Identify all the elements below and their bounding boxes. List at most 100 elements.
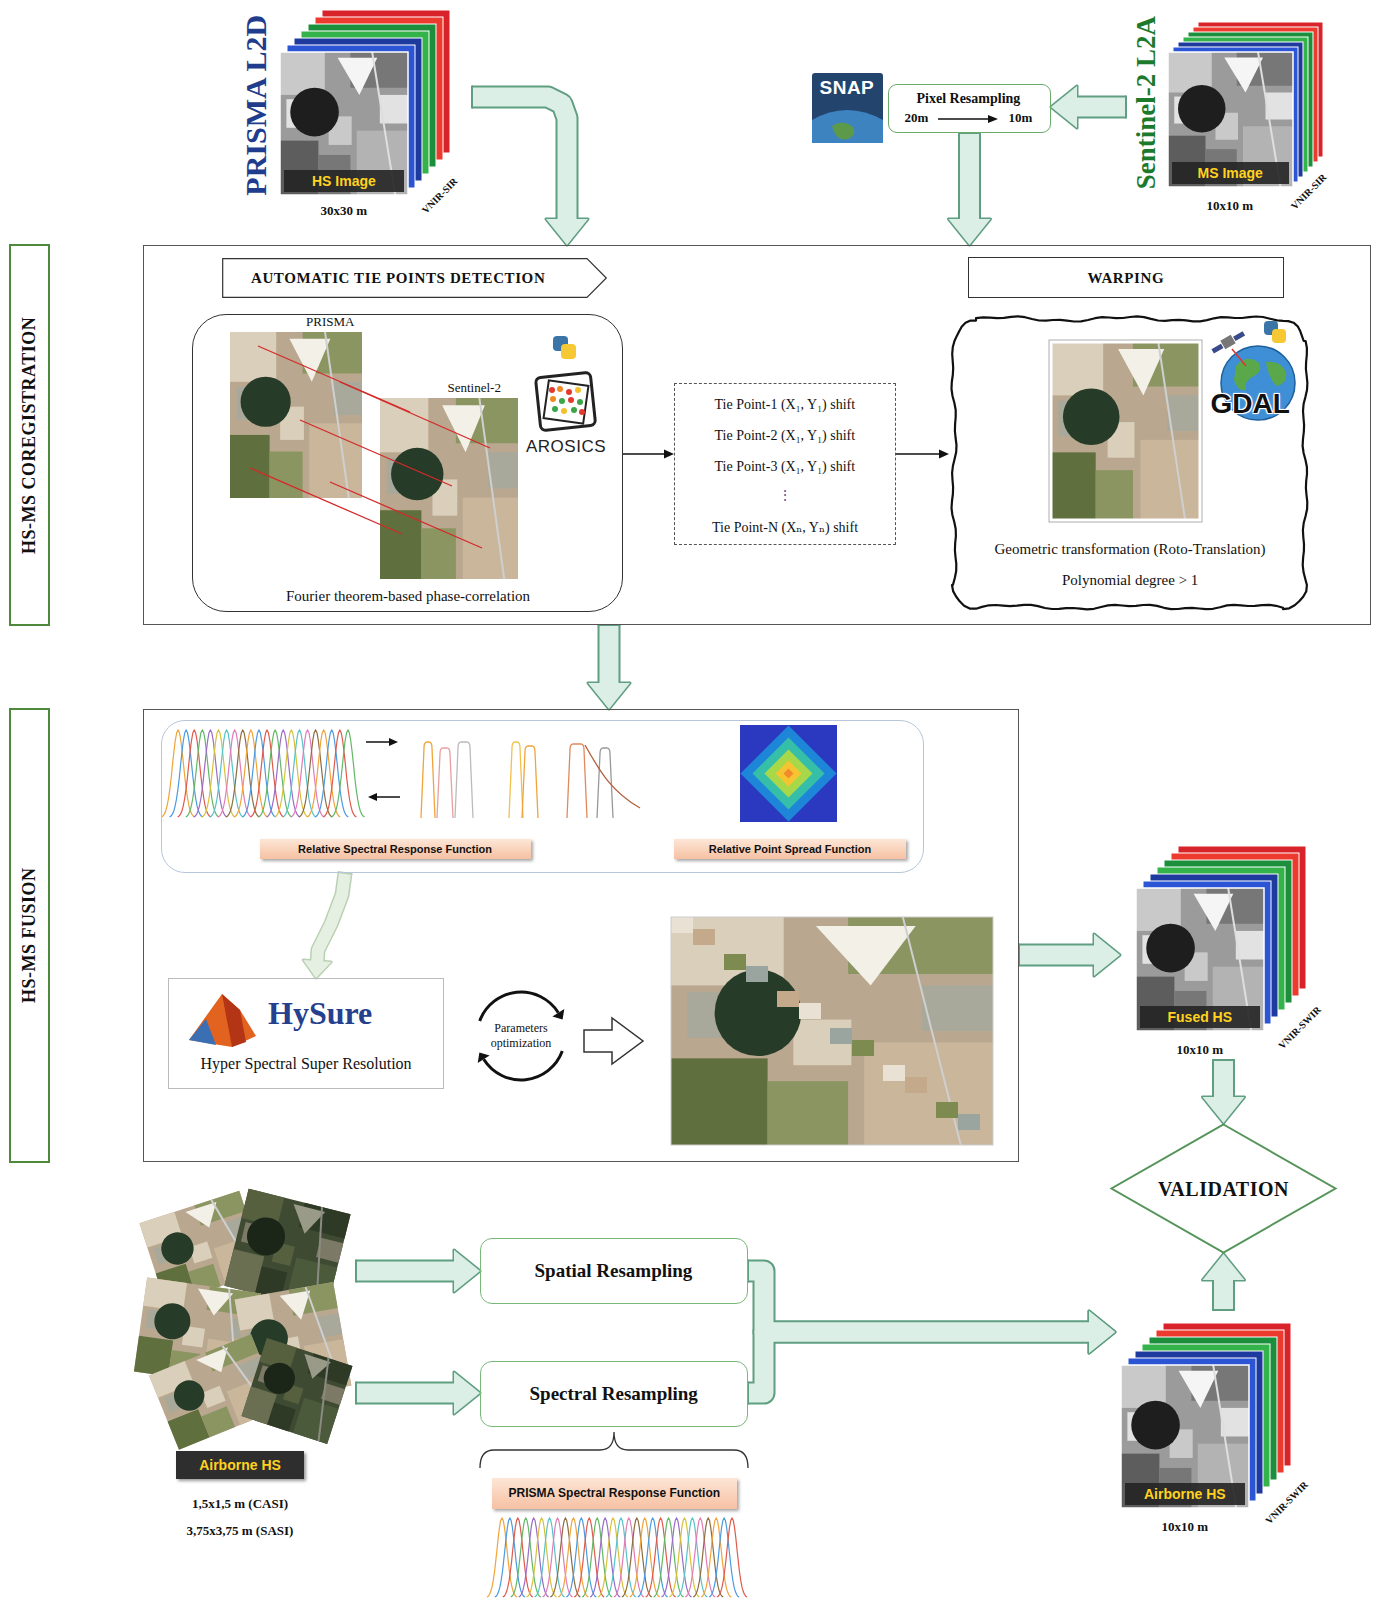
connector-arrow	[356, 1382, 459, 1405]
box-title: Spectral Resampling	[530, 1383, 698, 1405]
arosics-logo	[561, 408, 567, 414]
satellite-image	[903, 917, 961, 1145]
matlab-logo	[189, 994, 256, 1047]
matlab-logo	[189, 1019, 216, 1045]
image-stack	[1194, 894, 1234, 931]
band-range: VNIR-SWIR	[1263, 1479, 1310, 1526]
psf-image	[753, 738, 825, 810]
image-stack	[284, 170, 404, 192]
connector-arrow	[356, 1384, 459, 1403]
connector-arrow	[664, 450, 674, 459]
process-box: GDALGeometric transformation (Roto-Trans…	[949, 314, 1310, 612]
connector-arrow	[1094, 934, 1120, 976]
connector-arrow	[1203, 1254, 1245, 1280]
ellipsis: ⋮	[778, 488, 792, 504]
section-title: HS-MS COREGISTRATION	[19, 316, 40, 553]
satellite-image	[777, 991, 799, 1007]
arosics-logo	[550, 396, 556, 402]
connector-arrow	[546, 219, 588, 245]
snap-icon	[832, 123, 854, 140]
connector-arrow	[588, 683, 630, 709]
connector-arrow	[1203, 1254, 1245, 1280]
connector-arrow	[748, 1332, 1094, 1393]
image-stack	[1136, 888, 1264, 1031]
connector-arrow	[355, 1382, 357, 1405]
tie-point: Tie Point-1 (X₁, Y₁) shift	[715, 397, 856, 413]
response-curves	[421, 742, 435, 818]
box-caption: Polynomial degree > 1	[1062, 572, 1198, 589]
response-curves	[162, 730, 748, 1597]
satellite-image	[799, 1003, 821, 1019]
airborne-tile	[196, 1347, 235, 1379]
image-stack	[1168, 52, 1293, 187]
output-arrow	[584, 1018, 643, 1064]
srf-arrows	[368, 793, 377, 801]
connector-arrow	[623, 453, 666, 454]
connector-arrow	[317, 873, 345, 964]
airborne-tile	[201, 1386, 225, 1408]
connector-arrow	[896, 453, 941, 454]
image-label: HS Image	[312, 173, 376, 189]
step-title: AUTOMATIC TIE POINTS DETECTION	[251, 270, 545, 287]
image-stack	[1136, 846, 1306, 1031]
arosics-logo	[568, 397, 574, 403]
tie-point-line	[250, 346, 490, 548]
satellite-image	[1167, 395, 1200, 431]
satellite-image	[883, 1065, 905, 1081]
response-curves	[437, 748, 453, 818]
satellite-image	[671, 917, 693, 933]
loop-label: Parameters optimization	[481, 1021, 561, 1051]
tie-point-line	[330, 482, 482, 548]
airborne-tile	[293, 1398, 339, 1444]
arosics-logo	[535, 372, 595, 430]
connector-arrow	[1125, 96, 1127, 119]
connector-arrow	[960, 133, 979, 224]
image-stack-node: Fused HSVNIR-SWIR10x10 m	[1120, 835, 1335, 1060]
process-box: Spatial Resampling	[480, 1238, 748, 1304]
airborne-tile	[201, 1406, 235, 1437]
image-label: Fused HS	[1168, 1009, 1233, 1025]
resolution-text: 10m	[1009, 111, 1033, 126]
connector-arrow	[1089, 1311, 1115, 1353]
satellite-image	[936, 1102, 958, 1118]
box-title: Spatial Resampling	[535, 1260, 693, 1282]
label-tag: PRISMA Spectral Response Function	[492, 1478, 737, 1509]
image-stack	[1236, 931, 1264, 960]
band-range: VNIR-SWIR	[1276, 1004, 1323, 1051]
step-banner: AUTOMATIC TIE POINTS DETECTION	[222, 258, 607, 298]
tie-point: Tie Point-3 (X₁, Y₁) shift	[715, 459, 856, 475]
image-label: MS Image	[1198, 165, 1263, 181]
satellite-image	[442, 405, 485, 452]
section-panel: HS-MS COREGISTRATIONAUTOMATIC TIE POINTS…	[143, 245, 1371, 625]
connector-arrow	[598, 625, 621, 688]
response-curves	[509, 742, 523, 818]
connector-arrow	[454, 1372, 480, 1414]
node-outline	[1112, 1125, 1336, 1253]
response-curves	[567, 744, 587, 818]
srf-arrows	[389, 738, 398, 746]
gdal-logo	[1210, 329, 1246, 356]
image-stack	[1146, 924, 1195, 973]
satellite-image	[241, 377, 291, 427]
snap-icon	[812, 110, 883, 143]
box-caption: Geometric transformation (Roto-Translati…	[995, 541, 1266, 558]
airborne-tile	[317, 1313, 342, 1338]
gdal-logo	[1233, 331, 1245, 341]
satellite-image	[922, 985, 993, 1031]
arosics-logo	[577, 399, 583, 405]
airborne-tile	[243, 1213, 289, 1259]
section-tab	[10, 709, 49, 1162]
logo-text: SNAP	[820, 77, 875, 99]
satellite-image	[724, 954, 746, 970]
image-stack	[1178, 85, 1226, 133]
arosics-logo	[557, 386, 563, 392]
image-stack	[280, 52, 408, 195]
airborne-tile	[303, 1358, 344, 1441]
gdal-logo	[1234, 359, 1260, 390]
matlab-logo	[222, 994, 246, 1047]
connector-arrow	[1203, 1097, 1245, 1123]
image-stack	[1172, 162, 1289, 184]
connector-arrow	[1089, 1311, 1115, 1353]
connector-arrow	[1212, 1275, 1235, 1310]
satellite-image	[1051, 342, 1200, 520]
